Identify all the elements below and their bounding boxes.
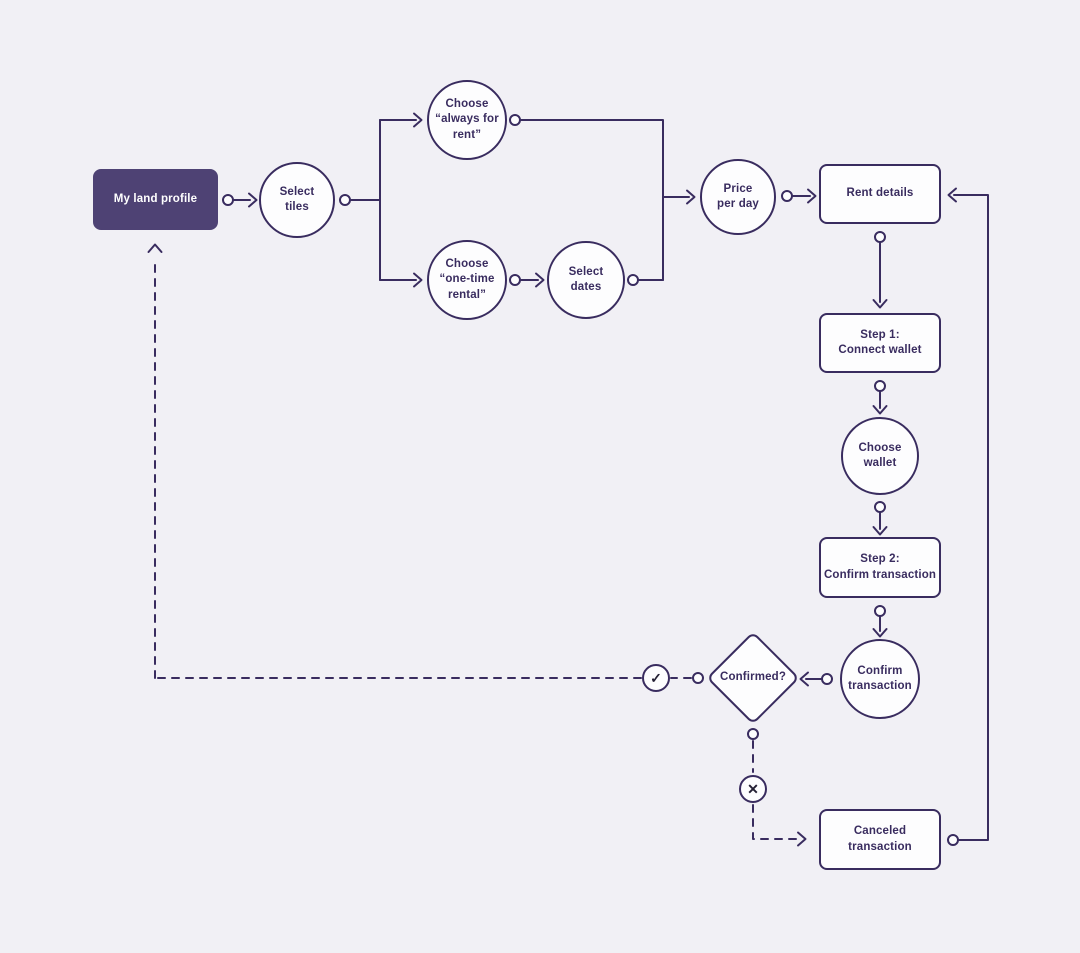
cancel-icon: ✕: [739, 775, 767, 803]
connector-dot: [874, 605, 886, 617]
node-label: Choose “always for rent”: [435, 98, 499, 141]
connector-dot: [509, 274, 521, 286]
node-label: Select tiles: [279, 185, 315, 213]
connector-dot: [509, 114, 521, 126]
connector-dot: [874, 380, 886, 392]
node-label: Choose “one-time rental”: [439, 258, 495, 301]
node-step-1-connect-wallet: Step 1: Connect wallet: [819, 313, 941, 373]
check-glyph: ✓: [650, 670, 662, 686]
check-icon: ✓: [642, 664, 670, 692]
connector-dot: [339, 194, 351, 206]
node-step-2-confirm-transaction: Step 2: Confirm transaction: [819, 537, 941, 598]
node-label: My land profile: [113, 192, 198, 205]
node-my-land-profile: My land profile: [93, 169, 218, 230]
arrowhead-down-icon: [872, 628, 888, 638]
edge-check-to-profile: [154, 257, 642, 679]
edge-canceled-to-rent-details: [953, 194, 989, 841]
arrowhead-left-icon: [947, 187, 957, 203]
edge-branch-split: [349, 119, 381, 281]
arrowhead-down-icon: [872, 526, 888, 536]
node-rent-details: Rent details: [819, 164, 941, 224]
cancel-glyph: ✕: [747, 781, 759, 797]
node-choose-wallet: Choose wallet: [841, 417, 919, 495]
arrowhead-left-icon: [799, 671, 809, 687]
connector-dot: [947, 834, 959, 846]
node-canceled-transaction: Canceled transaction: [819, 809, 941, 870]
arrowhead-up-icon: [147, 243, 163, 253]
connector-dot: [781, 190, 793, 202]
connector-dot: [692, 672, 704, 684]
connector-dot: [627, 274, 639, 286]
node-choose-one-time-rental: Choose “one-time rental”: [427, 240, 507, 320]
connector-dot: [874, 501, 886, 513]
node-label: Step 2: Confirm transaction: [823, 553, 937, 581]
node-select-dates: Select dates: [547, 241, 625, 319]
node-label: Choose wallet: [858, 441, 902, 469]
node-select-tiles: Select tiles: [259, 162, 335, 238]
connector-dot: [222, 194, 234, 206]
node-label: Canceled transaction: [848, 825, 912, 853]
edge-always-to-merge: [519, 119, 664, 281]
node-label: Price per day: [717, 182, 759, 210]
arrowhead-down-icon: [872, 299, 888, 309]
arrowhead-right-icon: [413, 112, 423, 128]
node-label: Confirm transaction: [848, 664, 912, 692]
node-label: Step 1: Connect wallet: [838, 328, 922, 356]
arrowhead-right-icon: [535, 272, 545, 288]
node-label: Rent details: [846, 187, 914, 200]
edge-cross-to-canceled: [752, 804, 798, 840]
arrowhead-right-icon: [807, 188, 817, 204]
node-label: Select dates: [568, 265, 604, 293]
node-price-per-day: Price per day: [700, 159, 776, 235]
arrowhead-right-icon: [413, 272, 423, 288]
arrowhead-right-icon: [686, 189, 696, 205]
node-label: Confirmed?: [719, 671, 787, 683]
connector-dot: [821, 673, 833, 685]
arrowhead-right-icon: [797, 831, 807, 847]
arrowhead-down-icon: [872, 405, 888, 415]
arrowhead-right-icon: [248, 192, 258, 208]
node-choose-always-for-rent: Choose “always for rent”: [427, 80, 507, 160]
node-confirm-transaction: Confirm transaction: [840, 639, 920, 719]
connector-dot: [874, 231, 886, 243]
connector-dot: [747, 728, 759, 740]
